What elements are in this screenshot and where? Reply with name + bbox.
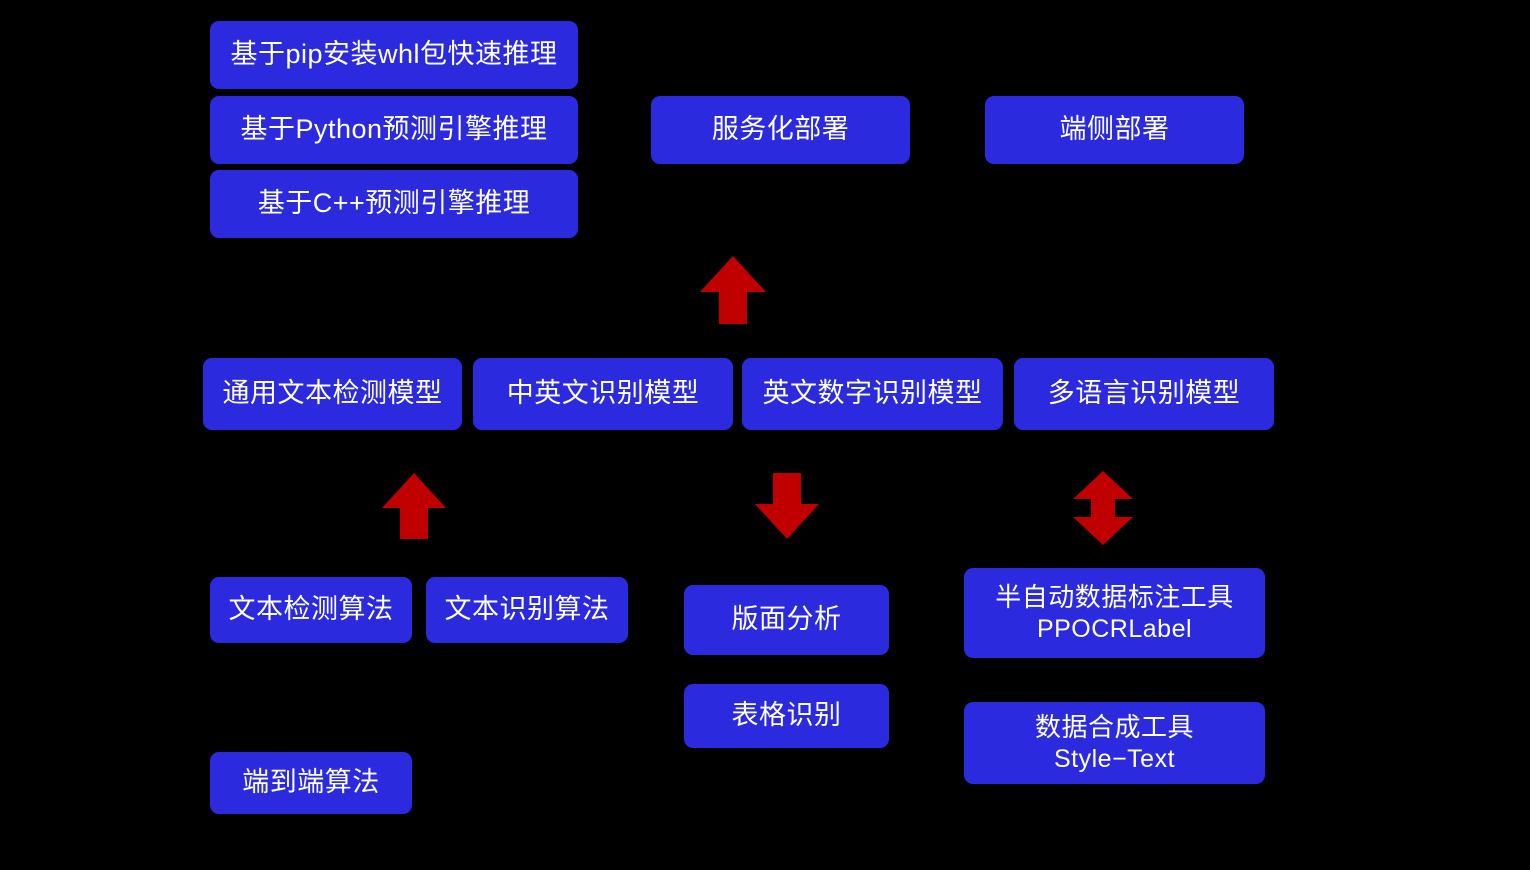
node-label: 端到端算法 xyxy=(242,767,380,798)
node-end-to-end-algorithm[interactable]: 端到端算法 xyxy=(210,752,412,814)
node-data-synthesis-tool[interactable]: 数据合成工具 Style−Text xyxy=(964,702,1265,784)
node-label: 服务化部署 xyxy=(711,114,850,145)
node-label: 基于Python预测引擎推理 xyxy=(240,114,548,145)
node-semi-auto-data-annotation-tool[interactable]: 半自动数据标注工具 PPOCRLabel xyxy=(964,568,1265,658)
arrow-models-to-deployment xyxy=(700,256,766,324)
node-label: 文本检测算法 xyxy=(228,594,394,625)
node-label: 端侧部署 xyxy=(1059,114,1170,145)
node-text-recognition-algorithm[interactable]: 文本识别算法 xyxy=(426,577,628,643)
node-label: 基于C++预测引擎推理 xyxy=(257,188,531,219)
node-label: 英文数字识别模型 xyxy=(762,378,983,409)
node-english-digit-recognition-model[interactable]: 英文数字识别模型 xyxy=(742,358,1003,430)
node-cpp-engine-inference[interactable]: 基于C++预测引擎推理 xyxy=(210,170,578,238)
node-sublabel: PPOCRLabel xyxy=(1036,614,1193,643)
node-table-recognition[interactable]: 表格识别 xyxy=(684,684,889,748)
node-python-engine-inference[interactable]: 基于Python预测引擎推理 xyxy=(210,96,578,164)
node-label: 半自动数据标注工具 xyxy=(995,581,1234,612)
node-multilingual-recognition-model[interactable]: 多语言识别模型 xyxy=(1014,358,1274,430)
node-label: 中英文识别模型 xyxy=(506,378,700,409)
node-layout-analysis[interactable]: 版面分析 xyxy=(684,585,889,655)
node-label: 多语言识别模型 xyxy=(1047,378,1241,409)
arrow-models-to-tools xyxy=(1073,471,1133,545)
node-chinese-english-recognition-model[interactable]: 中英文识别模型 xyxy=(473,358,733,430)
node-label: 通用文本检测模型 xyxy=(222,378,443,409)
node-label: 基于pip安装whl包快速推理 xyxy=(230,39,558,70)
node-pip-whl-inference[interactable]: 基于pip安装whl包快速推理 xyxy=(210,21,578,89)
arrow-algorithms-to-models xyxy=(382,473,446,539)
node-label: 版面分析 xyxy=(731,604,842,635)
arrow-models-to-document-analysis xyxy=(755,473,819,539)
node-label: 数据合成工具 xyxy=(1034,711,1194,742)
node-edge-deployment[interactable]: 端侧部署 xyxy=(985,96,1244,164)
node-sublabel: Style−Text xyxy=(1053,744,1176,773)
node-text-detection-algorithm[interactable]: 文本检测算法 xyxy=(210,577,412,643)
node-general-text-detection-model[interactable]: 通用文本检测模型 xyxy=(203,358,462,430)
node-service-deployment[interactable]: 服务化部署 xyxy=(651,96,910,164)
node-label: 文本识别算法 xyxy=(444,594,610,625)
node-label: 表格识别 xyxy=(731,700,842,731)
